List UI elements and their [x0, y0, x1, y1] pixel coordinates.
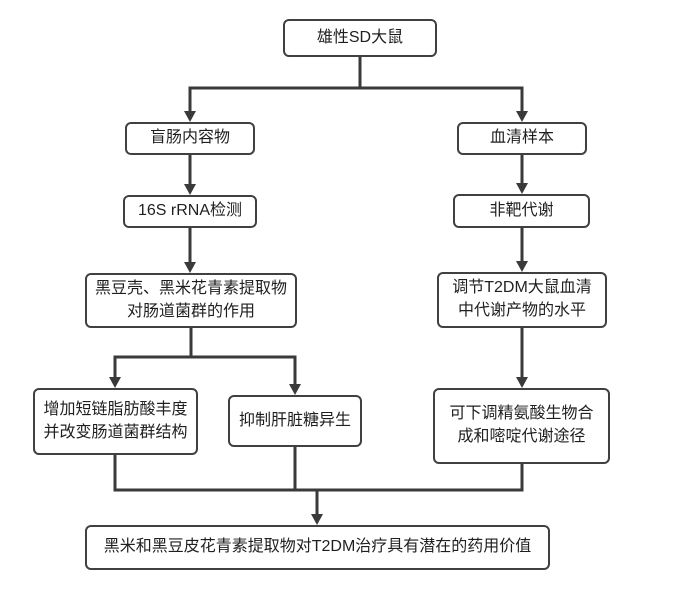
node-downregulate-pathways: 可下调精氨酸生物合 成和嘧啶代谢途径	[433, 388, 610, 464]
node-male-sd-rats-label: 雄性SD大鼠	[316, 28, 404, 46]
node-liver-gluconeogenesis-label: 抑制肝脏糖异生	[238, 411, 351, 429]
arrowhead-to-serum	[516, 111, 528, 122]
arrowhead-to-cecal	[184, 111, 196, 122]
node-cecal-contents-label: 盲肠内容物	[149, 129, 230, 147]
arrowhead-to-scfa	[109, 377, 121, 388]
node-scfa-abundance-label: 增加短链脂肪酸丰度 并改变肠道菌群结构	[43, 400, 188, 441]
node-regulate-metabolites: 调节T2DM大鼠血清 中代谢产物的水平	[437, 272, 607, 328]
node-regulate-metabolites-label: 调节T2DM大鼠血清 中代谢产物的水平	[452, 279, 592, 319]
node-downregulate-pathways-label: 可下调精氨酸生物合 成和嘧啶代谢途径	[449, 405, 594, 445]
node-liver-gluconeogenesis: 抑制肝脏糖异生	[228, 395, 362, 447]
node-extract-effect-label: 黑豆壳、黑米花青素提取物 对肠道菌群的作用	[94, 279, 287, 320]
edge-extract-split	[113, 326, 297, 359]
node-serum-sample: 血清样本	[457, 122, 587, 155]
arrowhead-cecal-to-rrna	[184, 184, 196, 195]
node-16s-rrna-detection-label: 16S rRNA检测	[137, 202, 243, 220]
arrowhead-untargeted-to-regulate	[516, 261, 528, 272]
node-extract-effect: 黑豆壳、黑米花青素提取物 对肠道菌群的作用	[85, 273, 297, 328]
node-untargeted-metabolomics: 非靶代谢	[453, 194, 590, 228]
arrowhead-to-liver	[289, 384, 301, 395]
arrowhead-rrna-to-extract	[184, 262, 196, 273]
arrowhead-regulate-to-pathways	[516, 377, 528, 388]
node-conclusion-label: 黑米和黑豆皮花青素提取物对T2DM治疗具有潜在的药用价值	[103, 538, 532, 556]
arrowhead-to-conclusion	[311, 514, 323, 525]
arrowhead-serum-to-untargeted	[516, 183, 528, 194]
node-cecal-contents: 盲肠内容物	[125, 122, 255, 155]
node-male-sd-rats: 雄性SD大鼠	[283, 19, 437, 57]
node-16s-rrna-detection: 16S rRNA检测	[123, 195, 257, 228]
node-conclusion: 黑米和黑豆皮花青素提取物对T2DM治疗具有潜在的药用价值	[85, 525, 550, 570]
node-untargeted-metabolomics-label: 非靶代谢	[489, 201, 554, 219]
edge-top-split	[188, 55, 524, 90]
node-serum-sample-label: 血清样本	[489, 129, 554, 147]
node-scfa-abundance: 增加短链脂肪酸丰度 并改变肠道菌群结构	[33, 388, 198, 455]
